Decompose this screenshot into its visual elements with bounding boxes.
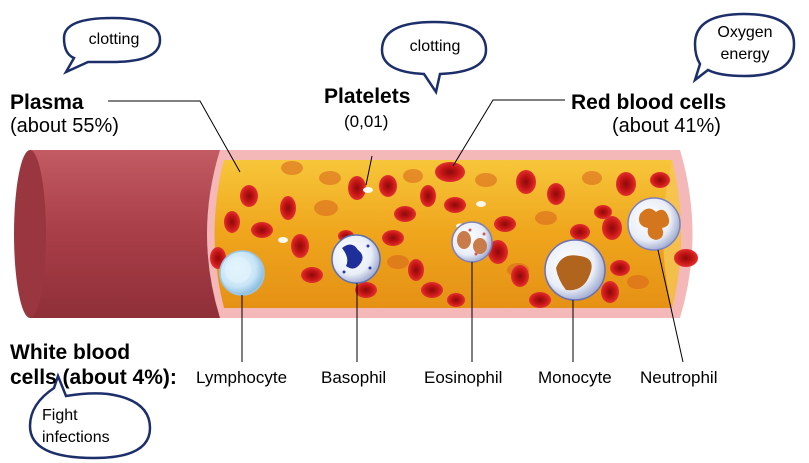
red-blood-cell <box>240 185 258 207</box>
platelets-bubble-text: clotting <box>392 36 478 58</box>
basophil-cell <box>332 235 380 283</box>
red-blood-cell <box>280 196 296 220</box>
plasma-percentage: (about 55%) <box>10 116 119 136</box>
red-blood-cell <box>382 230 404 246</box>
plasma-bubble-text: clotting <box>72 29 156 51</box>
red-blood-cell <box>421 282 443 298</box>
eosinophil-cell <box>452 222 492 262</box>
lymphocyte-cell <box>220 251 264 295</box>
monocyte-cell <box>545 240 605 300</box>
red-blood-cell <box>570 224 590 240</box>
red-blood-cell <box>379 175 397 197</box>
red-blood-cell <box>444 197 466 213</box>
red-blood-cell <box>348 176 366 200</box>
red-blood-cell <box>516 170 536 194</box>
red-blood-cell <box>594 205 612 219</box>
basophil-label: Basophil <box>321 369 386 386</box>
neutrophil-cell <box>628 198 680 250</box>
red-blood-cell <box>355 282 377 298</box>
red-blood-cell <box>394 206 416 222</box>
rbc-percentage: (about 41%) <box>612 116 721 136</box>
wbc-title-line2: cells (about 4%): <box>10 367 177 388</box>
rbc-title: Red blood cells <box>571 92 726 113</box>
lymphocyte-label: Lymphocyte <box>196 369 287 386</box>
red-blood-cell <box>610 260 630 276</box>
red-blood-cell <box>602 216 622 240</box>
eosinophil-label: Eosinophil <box>424 369 502 386</box>
red-blood-cell <box>601 281 619 303</box>
red-blood-cell <box>435 162 465 182</box>
neutrophil-label: Neutrophil <box>640 369 718 386</box>
rbc-bubble-text-line2: energy <box>700 44 790 66</box>
red-blood-cell <box>616 172 636 196</box>
red-blood-cell <box>650 172 670 188</box>
red-blood-cell <box>674 249 698 267</box>
red-blood-cell <box>408 259 424 281</box>
plasma-title: Plasma <box>10 92 84 113</box>
wbc-bubble-text-line1: Fight <box>42 405 78 427</box>
platelets-value: (0,01) <box>344 113 388 130</box>
red-blood-cell <box>511 265 529 287</box>
monocyte-label: Monocyte <box>538 369 612 386</box>
platelets-title: Platelets <box>324 86 410 107</box>
red-blood-cell <box>301 267 323 283</box>
wbc-bubble-text-line2: infections <box>42 427 110 449</box>
red-blood-cell <box>420 185 436 207</box>
red-blood-cell <box>291 234 309 258</box>
vessel-wall <box>14 150 220 318</box>
red-blood-cell <box>529 292 551 308</box>
red-blood-cell <box>547 183 565 205</box>
wbc-title-line1: White blood <box>10 342 130 363</box>
rbc-bubble-text-line1: Oxygen <box>700 22 790 44</box>
red-blood-cell <box>251 222 273 238</box>
red-blood-cell <box>224 211 240 233</box>
red-blood-cell <box>447 293 465 307</box>
red-blood-cell <box>494 216 516 232</box>
